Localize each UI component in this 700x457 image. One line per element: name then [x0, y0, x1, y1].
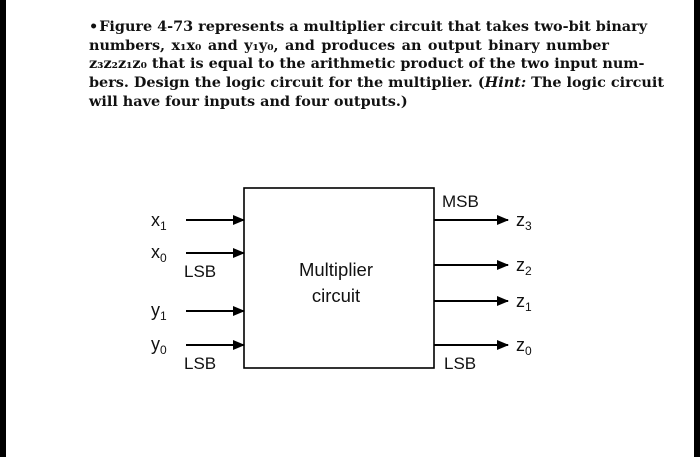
input-label-x0: x0 — [151, 242, 167, 265]
problem-line-1-text: Figure 4-73 represents a multiplier circ… — [99, 18, 648, 35]
output-label-z0: z0 — [516, 335, 532, 358]
problem-line-3: z₃z₂z₁z₀ that is equal to the arithmetic… — [89, 55, 645, 73]
problem-line-5: will have four inputs and four outputs.) — [89, 92, 408, 110]
bullet: • — [89, 18, 99, 35]
input-label-x1: x1 — [151, 210, 167, 233]
problem-line-4-text: bers. Design the logic circuit for the m… — [89, 74, 485, 92]
output-label-z1: z1 — [516, 291, 532, 314]
output-label-z3: z3 — [516, 210, 532, 233]
output-lsb-label: LSB — [444, 354, 476, 373]
problem-line-1: •Figure 4-73 represents a multiplier cir… — [89, 18, 647, 37]
output-label-z2: z2 — [516, 255, 532, 278]
problem-line-2: numbers, x₁x₀ and y₁y₀, and produces an … — [89, 36, 609, 54]
multiplier-block — [243, 187, 435, 369]
problem-statement: •Figure 4-73 represents a multiplier cir… — [89, 18, 664, 112]
hint-label: Hint: — [484, 74, 527, 92]
page: •Figure 4-73 represents a multiplier cir… — [6, 0, 694, 457]
problem-line-4: bers. Design the logic circuit for the m… — [89, 74, 664, 93]
msb-label: MSB — [442, 192, 479, 211]
multiplier-diagram: Multiplier circuit x1 x0 y1 y0 z3 z2 — [151, 187, 532, 373]
block-label-line-1: Multiplier — [299, 259, 373, 280]
input-label-y1: y1 — [151, 300, 167, 323]
input-lsb-label-top: LSB — [184, 262, 216, 281]
problem-line-4-rest: The logic circuit — [526, 74, 665, 92]
input-label-y0: y0 — [151, 334, 167, 357]
input-lsb-label-bottom: LSB — [184, 354, 216, 373]
block-label-line-2: circuit — [312, 285, 360, 306]
